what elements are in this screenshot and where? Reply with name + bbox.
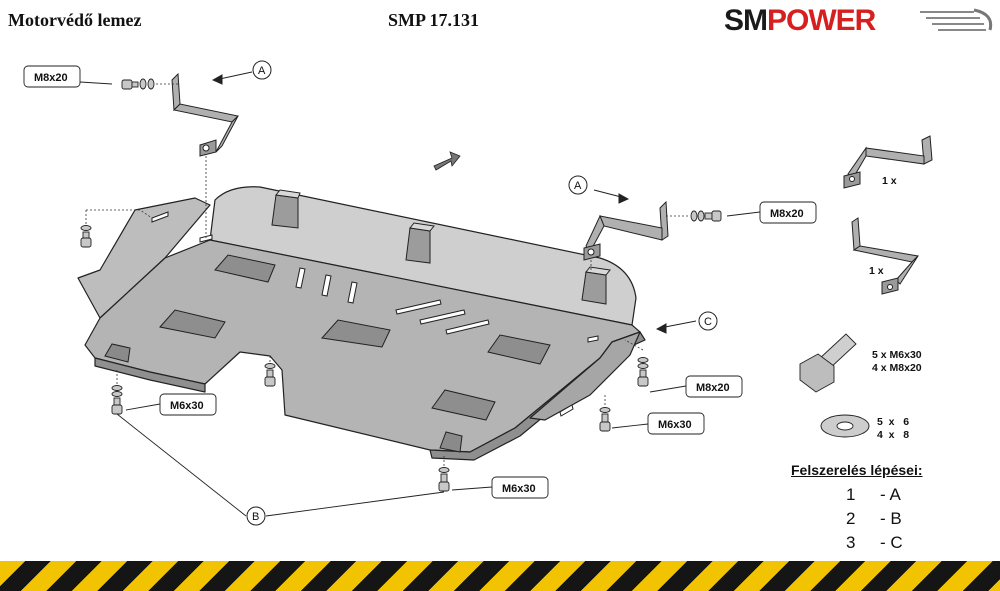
bolt-label-boxes [23,65,817,499]
label-m8x20-right-lower: M8x20 [696,382,730,394]
mounting-towers [271,189,611,305]
bracket1-quantity: 1 x [882,175,897,187]
washer-quantity-1: 5 x 6 [877,416,910,428]
callout-a-top: A [258,65,266,77]
step-row: 1 - A [846,485,901,505]
step-number: 1 [846,485,856,504]
bracket2-quantity: 1 x [869,265,884,277]
label-m6x30-right: M6x30 [658,419,692,431]
leader-lines [79,81,761,517]
bracket-right [583,200,669,261]
step-number: 3 [846,533,856,552]
step-row: 2 - B [846,509,902,529]
callout-arrows [211,71,697,334]
steps-title: Felszerelés lépései: [791,462,923,478]
callout-a-right: A [574,180,582,192]
bolt-hardware [80,78,870,492]
label-m8x20-top-left: M8x20 [34,72,68,84]
label-m8x20-right-bracket: M8x20 [770,208,804,220]
label-m6x30-bottom: M6x30 [502,483,536,495]
bolt-quantity-1: 5 x M6x30 [872,349,922,361]
hazard-stripe [0,561,1000,591]
bolt-quantity-2: 4 x M8x20 [872,362,922,374]
document-title: Motorvédő lemez [8,10,142,30]
step-label: - A [880,485,901,504]
step-row: 3 - C [846,533,903,553]
logo-text-sm: SM [724,4,768,37]
callout-circles [246,60,718,526]
brand-logo: SMPOWER [718,2,998,40]
part-number: SMP 17.131 [388,10,480,30]
washer-quantity-2: 4 x 8 [877,429,910,441]
logo-swoosh-icon [920,8,993,31]
spare-bracket-1 [843,135,933,189]
spare-bracket-2 [851,217,920,295]
label-m6x30-left: M6x30 [170,400,204,412]
plate-recesses [159,254,551,421]
assembly-lines [85,83,690,468]
step-number: 2 [846,509,856,528]
step-label: - B [880,509,902,528]
step-label: - C [880,533,903,552]
direction-arrow-icon [433,151,461,171]
logo-text-power: POWER [767,4,876,37]
corner-mounts [104,343,463,453]
ventilation-slots [151,211,599,417]
callout-b: B [252,511,259,523]
bracket-top-left [171,72,240,157]
callout-c: C [704,316,712,328]
